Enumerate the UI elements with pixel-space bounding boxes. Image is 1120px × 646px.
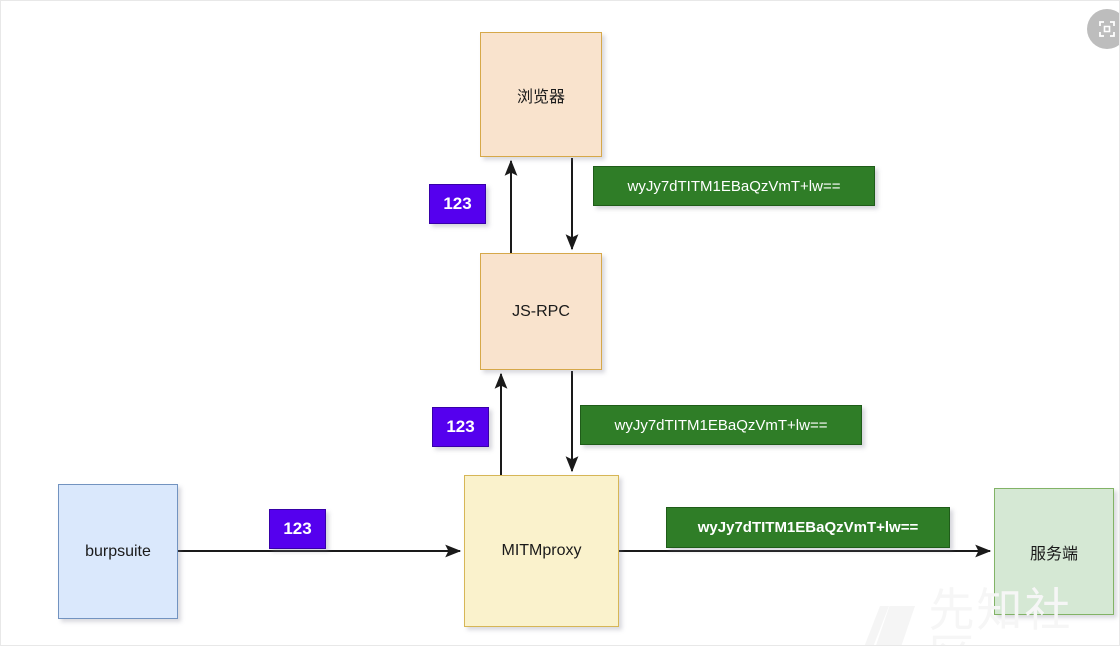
edge-label-text: wyJy7dTITM1EBaQzVmT+lw== — [627, 177, 841, 195]
edge-label-jsrpc-to-mitmproxy[interactable]: wyJy7dTITM1EBaQzVmT+lw== — [580, 405, 862, 445]
edge-label-text: 123 — [443, 194, 472, 213]
node-burpsuite-label: burpsuite — [85, 542, 151, 560]
node-mitmproxy[interactable]: MITMproxy — [464, 475, 619, 627]
edge-label-text: wyJy7dTITM1EBaQzVmT+lw== — [614, 416, 828, 434]
z-logo-mark-icon — [859, 606, 915, 645]
node-jsrpc[interactable]: JS-RPC — [480, 253, 602, 370]
node-server[interactable]: 服务端 — [994, 488, 1114, 615]
edge-label-text: wyJy7dTITM1EBaQzVmT+lw== — [697, 519, 919, 536]
edge-label-mitmproxy-to-server[interactable]: wyJy7dTITM1EBaQzVmT+lw== — [666, 507, 950, 548]
edge-label-browser-to-jsrpc[interactable]: wyJy7dTITM1EBaQzVmT+lw== — [593, 166, 875, 206]
edge-label-mitmproxy-to-jsrpc[interactable]: 123 — [432, 407, 489, 447]
expand-icon — [1099, 21, 1115, 37]
edge-label-text: 123 — [446, 417, 475, 436]
node-browser[interactable]: 浏览器 — [480, 32, 602, 157]
node-burpsuite[interactable]: burpsuite — [58, 484, 178, 619]
expand-button[interactable] — [1087, 9, 1119, 49]
edge-label-text: 123 — [283, 519, 312, 538]
edge-label-jsrpc-to-browser[interactable]: 123 — [429, 184, 486, 224]
node-server-label: 服务端 — [1029, 545, 1078, 563]
node-jsrpc-label: JS-RPC — [512, 302, 570, 320]
edge-label-burpsuite-to-mitmproxy[interactable]: 123 — [269, 509, 326, 549]
node-browser-label: 浏览器 — [516, 88, 565, 106]
node-mitmproxy-label: MITMproxy — [501, 542, 582, 559]
